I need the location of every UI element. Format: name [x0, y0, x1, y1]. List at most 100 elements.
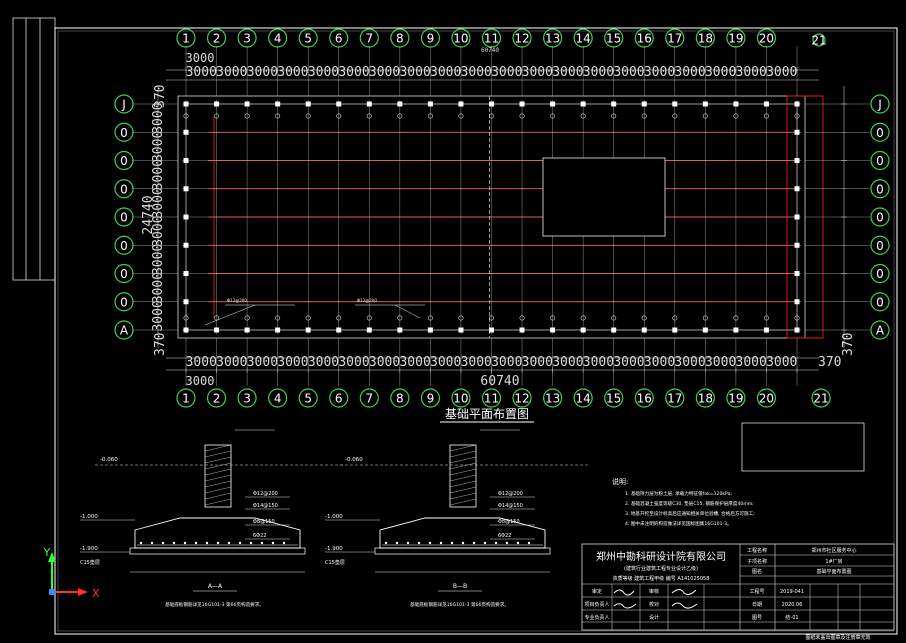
axis-bubble	[756, 28, 777, 48]
axis-bubble	[665, 388, 685, 408]
axis-bubble	[870, 292, 890, 312]
rebar-dot	[439, 541, 443, 545]
elevation-label: -1.900	[80, 546, 98, 552]
pile-mark	[641, 315, 647, 321]
column-post	[550, 101, 556, 107]
pile-mark	[550, 113, 556, 119]
axis-label: 2	[213, 392, 221, 406]
rebar-label: 6Φ22	[498, 533, 511, 539]
tb-row2-k2: 校对	[649, 601, 659, 608]
pile-mark	[183, 113, 189, 119]
bay-dim-top: 3000	[399, 65, 430, 80]
pile-mark	[458, 315, 464, 321]
tb-row1-k3: 工程号	[749, 588, 764, 595]
signature-2	[671, 589, 697, 595]
axis-label: 1	[182, 392, 190, 406]
bay-dim-bottom: 3000	[247, 355, 278, 370]
rebar-dot	[384, 541, 388, 545]
pile-mark	[244, 315, 250, 321]
section-detail: -0.060-1.000-1.900Φ12@200Φ14@150Φ8@1506Φ…	[80, 429, 345, 608]
axis-bubble	[114, 150, 134, 171]
column-post	[427, 101, 433, 107]
wall-hatch	[204, 486, 232, 494]
pile-mark	[366, 113, 372, 119]
wall-hatch	[204, 444, 232, 452]
rebar-dot	[406, 541, 410, 545]
axis-bubble	[870, 122, 890, 142]
tb-row3-k1: 专业负责人	[584, 614, 609, 621]
column-post	[794, 129, 800, 135]
bay-dim-top: 3000	[674, 65, 705, 80]
overall-dim-top: 60740	[481, 47, 499, 54]
column-post	[794, 101, 800, 107]
axis-label: 17	[667, 392, 682, 406]
column-post	[244, 101, 250, 107]
axis-label: 5	[304, 32, 312, 46]
rebar-dot	[271, 541, 275, 545]
pile-mark	[336, 315, 342, 321]
axis-label: 12	[514, 32, 529, 46]
bay-dim-left: 3000	[151, 272, 166, 303]
tb-row1-k2: 审核	[649, 588, 659, 595]
axis-bubble	[359, 28, 379, 48]
column-post	[336, 101, 342, 107]
edge-dim-top: 3000	[186, 51, 215, 65]
axis-bubble	[870, 179, 890, 199]
column-post	[183, 242, 189, 248]
column-post	[397, 327, 403, 333]
axis-bubble	[420, 388, 440, 408]
section-detail: -0.060-1.000-1.900Φ12@200Φ14@150Φ8@1506Φ…	[325, 429, 590, 608]
rebar-dot	[450, 541, 454, 545]
axis-label: 7	[365, 32, 373, 46]
pile-mark	[488, 113, 494, 119]
rebar-dot	[194, 541, 198, 545]
axis-label: 12	[514, 392, 529, 406]
column-post	[275, 327, 281, 333]
elevation-label: -1.900	[325, 546, 343, 552]
company-name: 郑州中勘科研设计院有限公司	[596, 550, 726, 563]
bay-dim-top: 3000	[430, 65, 461, 80]
column-post	[305, 101, 311, 107]
column-post	[214, 327, 220, 333]
axis-label: 20	[759, 392, 774, 406]
rebar-dot	[516, 541, 520, 545]
pile-mark	[733, 113, 739, 119]
column-post	[794, 214, 800, 220]
bay-dim-left: 3000	[151, 215, 166, 246]
stamp-box	[741, 422, 865, 472]
axis-label: 21	[811, 34, 826, 48]
axis-bubble	[695, 388, 715, 408]
general-notes: 说明: 1. 基础持力层为粉土层, 承载力特征值fak=120kPa; 2. 基…	[612, 477, 755, 527]
bay-dim-bottom: 3000	[613, 355, 644, 370]
project-label: 工程名称	[747, 547, 767, 554]
axis-bubble	[573, 388, 593, 408]
rebar-dot	[527, 541, 531, 545]
section-wall	[204, 444, 232, 508]
annotation-text: Φ12@200	[227, 298, 247, 303]
axis-label: 8	[396, 32, 404, 46]
column-post	[519, 327, 525, 333]
pile-mark	[672, 113, 678, 119]
column-post	[702, 101, 708, 107]
column-post	[183, 271, 189, 276]
pile-mark	[519, 315, 525, 321]
axis-bubble	[573, 28, 593, 48]
wall-hatch	[449, 480, 477, 488]
axis-bubble	[726, 28, 746, 48]
column-post	[489, 101, 494, 107]
rebar-dot	[428, 541, 432, 545]
wall-hatch	[449, 456, 477, 464]
column-post	[580, 327, 586, 333]
bay-dim-top: 3000	[613, 65, 644, 80]
small-dim: 370	[153, 85, 168, 108]
pile-mark	[488, 315, 494, 321]
axis-bubble	[451, 28, 471, 48]
wall-hatch	[449, 462, 477, 470]
column-post	[305, 327, 311, 333]
axis-bubble	[329, 28, 349, 48]
bay-dim-left: 3000	[151, 300, 166, 331]
axis-bubble	[206, 388, 227, 408]
small-dim: 370	[841, 333, 856, 356]
axis-bubble	[634, 388, 654, 408]
